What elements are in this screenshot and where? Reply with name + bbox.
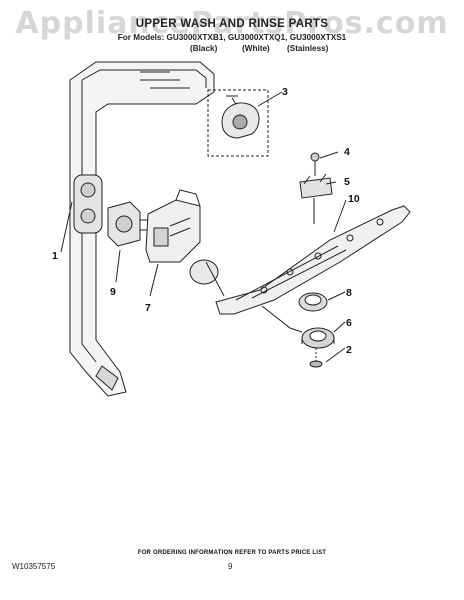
callout-10: 10 [348,193,360,205]
bracket-part [145,189,201,263]
bearing-ring-part [207,89,269,157]
leader-lines [60,91,347,363]
callout-7: 7 [145,302,151,314]
document-number: W10357575 [12,562,56,571]
callout-4: 4 [344,146,350,158]
page-number: 9 [228,562,233,571]
callout-2: 2 [346,344,352,356]
color-stainless: (Stainless) [287,44,329,53]
support-part [301,327,335,349]
coupler-part [107,201,152,247]
callout-5: 5 [344,176,350,188]
callout-1: 1 [52,250,58,262]
color-black: (Black) [190,44,218,53]
page-title: UPPER WASH AND RINSE PARTS [135,18,329,30]
clip-part [309,348,323,368]
callout-6: 6 [346,317,352,329]
callout-8: 8 [346,287,352,299]
callout-9: 9 [110,286,116,298]
screw-part [310,152,320,176]
hub-part [299,173,333,224]
supply-tube-part [69,61,215,397]
ordering-note: FOR ORDERING INFORMATION REFER TO PARTS … [137,550,327,556]
models-line: For Models: GU3000XTXB1, GU3000XTXQ1, GU… [117,33,347,42]
seal-ring-part [298,292,328,312]
watermark: AppliancePartsPros.com [15,6,449,41]
callout-3: 3 [282,86,288,98]
spray-arm-part [189,205,411,333]
color-white: (White) [242,44,270,53]
